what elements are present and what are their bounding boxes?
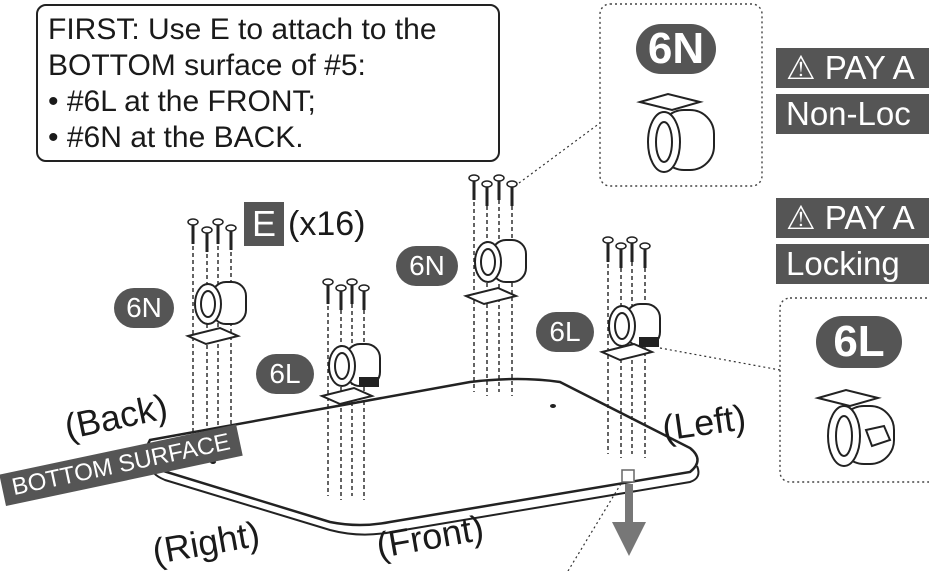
caster-label-6n-left: 6N — [396, 246, 458, 286]
caster-front-left-icon — [598, 303, 661, 362]
instructions-callout: FIRST: Use E to attach to the BOTTOM sur… — [36, 4, 500, 162]
instruction-line-3: • #6L at the FRONT; — [48, 85, 316, 118]
caster-label-6l-front: 6L — [536, 312, 594, 352]
down-arrow-icon — [612, 484, 646, 556]
screw-threads — [191, 181, 647, 310]
caster-label-6l-right: 6L — [256, 354, 314, 394]
detail-label-locking: 6L — [816, 316, 902, 368]
instruction-line-1: FIRST: Use E to attach to the — [48, 13, 437, 46]
caster-front-right-icon — [318, 343, 381, 406]
caster-back-right-icon — [184, 281, 247, 346]
hardware-code: E — [244, 202, 284, 246]
warning-non-locking-line-1: ⚠ PAY A — [776, 48, 929, 88]
instruction-line-2: BOTTOM surface of #5: — [48, 49, 366, 82]
caster-back-left-icon — [462, 239, 527, 306]
warning-locking-line-1: ⚠ PAY A — [776, 198, 929, 238]
warning-non-locking-line-2: Non-Loc — [776, 94, 929, 134]
screw-heads — [187, 174, 651, 292]
warning-locking-line-2: Locking — [776, 244, 929, 284]
instruction-line-4: • #6N at the BACK. — [48, 121, 304, 154]
hardware-quantity: (x16) — [288, 205, 366, 243]
detail-label-non-locking: 6N — [636, 24, 716, 74]
caster-label-6n-back: 6N — [114, 288, 174, 328]
leader-lines — [514, 119, 781, 571]
